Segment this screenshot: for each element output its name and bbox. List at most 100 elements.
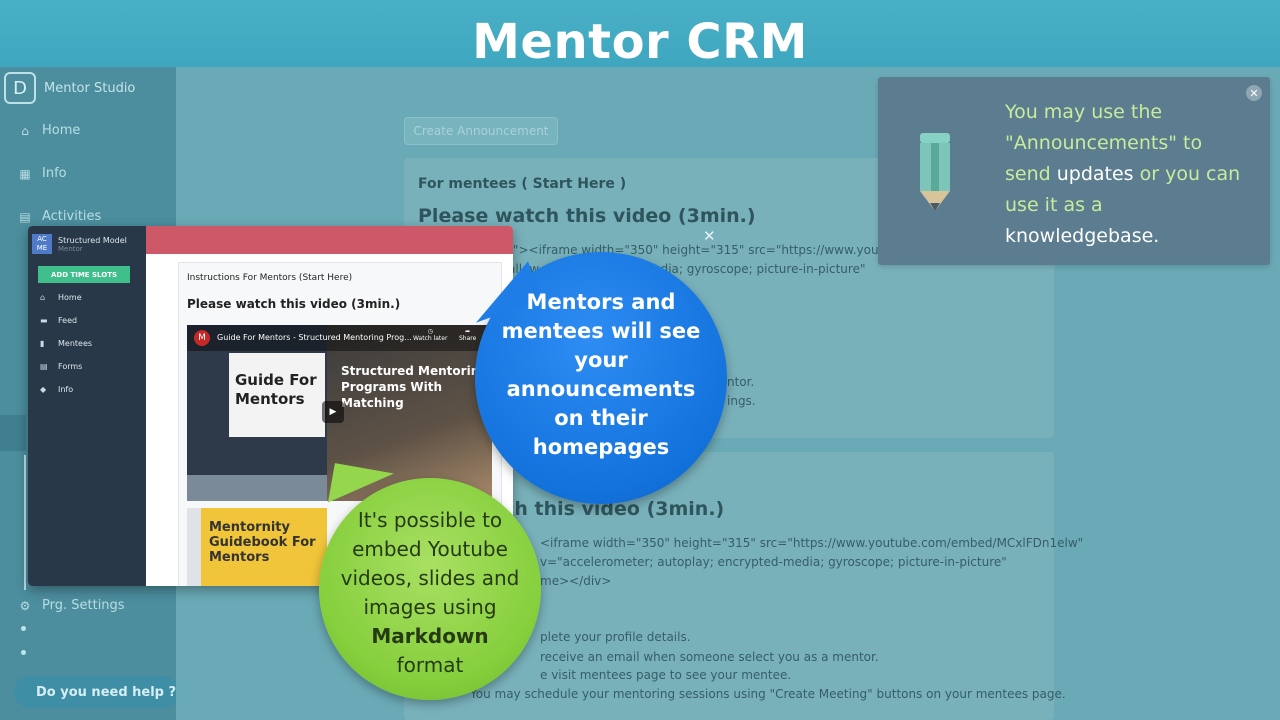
logo-icon: D — [4, 72, 36, 104]
feed-icon: ▬ — [40, 316, 48, 325]
card-heading: tch this video (3min.) — [494, 498, 725, 520]
preview-program-name: Structured Model — [58, 236, 127, 245]
preview-panel-heading: Please watch this video (3min.) — [187, 297, 401, 311]
close-icon[interactable]: ✕ — [1246, 85, 1262, 101]
preview-nav-label: Forms — [58, 362, 83, 371]
callout-blue-text: Mentors and mentees will see your announ… — [501, 290, 701, 459]
brand[interactable]: D Mentor Studio — [4, 72, 135, 104]
preview-nav-label: Home — [58, 293, 82, 302]
close-icon[interactable]: ✕ — [703, 227, 716, 245]
sidebar-item-settings[interactable]: ⚙ Prg. Settings — [18, 598, 125, 613]
home-icon: ⌂ — [40, 293, 46, 302]
preview-header-band — [146, 226, 513, 254]
preview-nav-label: Mentees — [58, 339, 93, 348]
card-text: r"><iframe width="350" height="315" src=… — [508, 243, 906, 257]
video-title: Guide For Mentors - Structured Mentoring… — [217, 333, 412, 342]
guidebook-slide: Mentornity Guidebook For Mentors — [187, 508, 327, 586]
banner: Mentor CRM — [0, 0, 1280, 70]
slide-strip — [187, 508, 201, 586]
tooltip-line: send updates or you can — [1005, 159, 1255, 190]
preview-program-role: Mentor — [58, 245, 83, 253]
banner-title: Mentor CRM — [472, 14, 808, 70]
video-thumb-left: Guide For Mentors — [187, 325, 327, 501]
card-text: v="accelerometer; autoplay; encrypted-me… — [540, 555, 1007, 569]
share-button[interactable]: ➦Share — [459, 328, 477, 342]
tooltip-text: You may use the "Announcements" to send … — [1005, 97, 1255, 252]
tag-icon: ◆ — [40, 385, 47, 394]
preview-panel-title: Instructions For Mentors (Start Here) — [187, 273, 353, 283]
video-card: Guide For Mentors — [229, 353, 325, 437]
tooltip-fragment: send — [1005, 163, 1057, 185]
preview-nav-mentees[interactable]: ▮ Mentees — [40, 339, 92, 348]
embedded-video[interactable]: Guide For Mentors Structured Mentoring P… — [187, 325, 492, 501]
tooltip-highlight: updates — [1056, 163, 1134, 185]
guidebook-caption: Mentornity Guidebook For Mentors — [209, 520, 316, 565]
help-button[interactable]: Do you need help ? — [14, 676, 180, 708]
card-text: plete your profile details. — [540, 630, 691, 644]
video-left-caption: Guide For Mentors — [235, 371, 317, 408]
share-label: Share — [459, 335, 477, 342]
preview-nav-label: Feed — [58, 316, 78, 325]
sidebar-item-label: Info — [42, 166, 67, 181]
preview-nav-label: Info — [58, 385, 74, 394]
preview-nav-forms[interactable]: ▤ Forms — [40, 362, 82, 371]
sidebar-item-label: Home — [42, 123, 81, 138]
callout-green-text: It's possible to embed Youtube videos, s… — [325, 506, 535, 680]
preview-nav-feed[interactable]: ▬ Feed — [40, 316, 77, 325]
card-heading: Please watch this video (3min.) — [418, 205, 756, 227]
watch-later-label: Watch later — [413, 335, 448, 342]
card-text: You may schedule your mentoring sessions… — [470, 687, 1066, 701]
callout-green-outro: format — [396, 653, 464, 677]
sidebar-timeline — [24, 455, 26, 590]
card-text: receive an email when someone select you… — [540, 650, 879, 664]
info-icon: ▦ — [19, 166, 31, 181]
tooltip-fragment: or you can — [1133, 163, 1241, 185]
sidebar-item-activities[interactable]: ▤ Activities — [18, 209, 101, 224]
tooltip-knowledgebase: ✕ You may use the "Announcements" to sen… — [878, 77, 1270, 265]
video-thumb-right: Structured Mentoring Programs With Match… — [327, 325, 492, 501]
card-text: e visit mentees page to see your mentee. — [540, 668, 792, 682]
preview-announcement-panel: Instructions For Mentors (Start Here) Pl… — [178, 262, 502, 586]
card-text: me></div> — [540, 574, 612, 588]
tooltip-line: use it as a — [1005, 194, 1103, 216]
mentor-homepage-preview: AC ME Structured Model Mentor ADD TIME S… — [28, 226, 513, 586]
video-right-caption: Structured Mentoring Programs With Match… — [341, 364, 488, 410]
pencil-icon — [920, 133, 950, 211]
tooltip-line: knowledgebase. — [1005, 221, 1255, 252]
tooltip-highlight: knowledgebase. — [1005, 225, 1160, 247]
card-text: <iframe width="350" height="315" src="ht… — [540, 536, 1084, 550]
video-header: M Guide For Mentors - Structured Mentori… — [187, 325, 492, 351]
callout-blue: Mentors and mentees will see your announ… — [462, 252, 727, 504]
sidebar-item-info[interactable]: ▦ Info — [18, 166, 67, 181]
book-icon: ▮ — [40, 339, 45, 348]
sidebar-item-home[interactable]: ⌂ Home — [18, 123, 80, 138]
card-text: ings. — [727, 394, 756, 408]
preview-sidebar: AC ME Structured Model Mentor ADD TIME S… — [28, 226, 146, 586]
preview-program: Structured Model Mentor — [58, 236, 127, 253]
card-text: ntor. — [727, 375, 755, 389]
home-icon: ⌂ — [21, 123, 29, 138]
sidebar-item-label: Prg. Settings — [42, 598, 125, 613]
preview-nav-info[interactable]: ◆ Info — [40, 385, 73, 394]
callout-green-highlight: Markdown — [371, 624, 489, 648]
add-time-slots-button[interactable]: ADD TIME SLOTS — [38, 266, 130, 283]
forms-icon: ▤ — [40, 362, 48, 371]
watch-later-button[interactable]: ◷Watch later — [413, 328, 448, 342]
sidebar-item-label: Activities — [42, 209, 102, 224]
step-dot — [21, 626, 26, 631]
laptop-illustration — [187, 475, 327, 501]
preview-nav-home[interactable]: ⌂ Home — [40, 293, 82, 302]
create-announcement-button[interactable]: Create Announcement — [404, 117, 558, 145]
card-heading-small: For mentees ( Start Here ) — [418, 176, 627, 192]
sidebar-active-indicator — [0, 415, 26, 451]
acme-logo: AC ME — [32, 234, 52, 254]
callout-green: It's possible to embed Youtube videos, s… — [319, 463, 541, 700]
step-dot — [21, 650, 26, 655]
tooltip-line: You may use the — [1005, 101, 1163, 123]
brand-name: Mentor Studio — [44, 80, 136, 96]
tooltip-line: "Announcements" to — [1005, 132, 1203, 154]
gear-icon: ⚙ — [19, 598, 31, 613]
activities-icon: ▤ — [19, 209, 31, 224]
play-icon[interactable]: ▶ — [322, 401, 344, 423]
channel-logo-icon: M — [194, 330, 210, 346]
